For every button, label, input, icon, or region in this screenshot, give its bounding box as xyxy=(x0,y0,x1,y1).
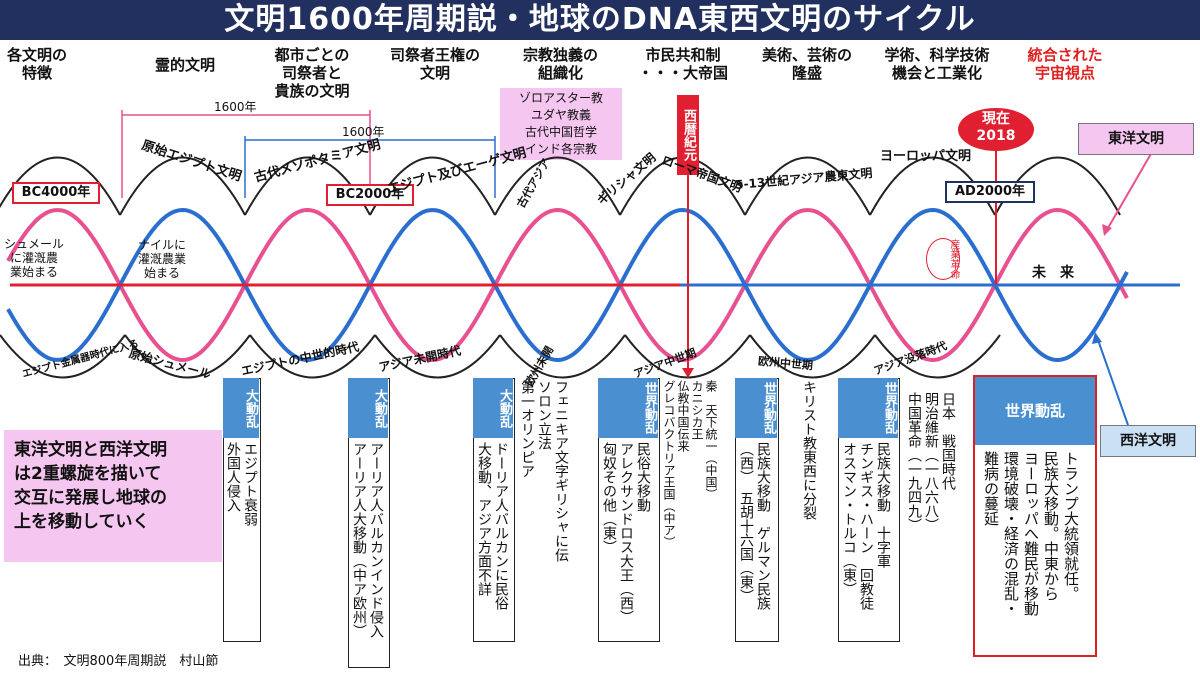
year-bc4000: BC4000年 xyxy=(12,182,100,204)
summary-box: 東洋文明と西洋文明 は2重螺旋を描いて 交互に発展し地球の 上を移動していく xyxy=(4,430,222,562)
outer-arc-top xyxy=(494,156,621,216)
header-priest-kings: 司祭者王権の 文明 xyxy=(389,46,480,82)
era-asia-5-13: 5-13世紀アジア農東文明 xyxy=(734,166,873,192)
column-text-2: アーリア人バルカンインド侵入 アーリア人大移動（中ア欧州） xyxy=(351,442,384,638)
header-arts: 美術、芸術の 隆盛 xyxy=(761,46,852,82)
column-text-4b: 秦 天下統一（中国） カニシカ王 仏教中国伝来 グレコバクトリア王国（中ア） xyxy=(662,380,718,548)
era-ancient-asia: 古代アジア xyxy=(514,156,553,211)
column-text-3b: フェニキア文字ギリシャに伝 ソロン立法 第一オリンピア xyxy=(519,380,569,562)
period-label-b: 1600年 xyxy=(342,125,385,139)
industrial-revolution-label: 産業革命 xyxy=(926,238,960,280)
column-text-6: 民族大移動 十字軍 チンギス・ハーン 回教徒 オスマン・トルコ（東） xyxy=(841,442,891,610)
sumer-irrigation-label: シュメール に灌漑農 業始まる xyxy=(4,237,65,279)
era-primitive-sumer: 原始シュメール xyxy=(127,346,213,382)
east-civilization-wave xyxy=(6,207,1129,363)
era-egypt-aegean: エジプト及びエーゲ文明 xyxy=(386,145,529,198)
era-egypt-metal: エジプト金属器時代に入る xyxy=(21,338,140,381)
era-primitive-egypt: 原始エジプト文明 xyxy=(139,138,244,185)
era-asia-primitive: アジア未開時代 xyxy=(377,343,463,375)
tag-world-upheaval-5: 世界動乱 xyxy=(735,378,777,438)
header-spiritual: 霊的文明 xyxy=(154,56,215,74)
era-europe: ヨーロッパ文明 xyxy=(880,149,972,164)
header-features: 各文明の 特徴 xyxy=(6,46,67,82)
tag-great-upheaval-1: 大動乱 xyxy=(223,378,259,438)
tag-world-upheaval-4: 世界動乱 xyxy=(598,378,658,438)
period-label-a: 1600年 xyxy=(214,100,257,114)
era-egypt-medieval: エジプトの中世的時代 xyxy=(239,339,361,379)
header-city-priests: 都市ごとの 司祭者と 貴族の文明 xyxy=(274,46,350,100)
header-unified: 統合された 宇宙視点 xyxy=(1027,46,1103,82)
now-2018-badge: 現在 2018 xyxy=(958,108,1034,151)
column-text-6b: 日本 戦国時代 明治維新（一八六八） 中国革命（一九四九） xyxy=(906,392,956,532)
year-bc2000: BC2000年 xyxy=(326,184,414,206)
tag-great-upheaval-3: 大動乱 xyxy=(473,378,513,438)
western-era-label: 西暦紀元 xyxy=(677,95,699,175)
header-religion-org: 宗教独義の 組織化 xyxy=(522,46,598,82)
column-text-4: 民俗大移動 アレクサンドロス大王（西） 匈奴その他（東） xyxy=(601,442,651,624)
column-text-5b: キリスト教東西に分裂 xyxy=(801,380,817,520)
header-science: 学術、科学技術 機会と工業化 xyxy=(884,46,990,82)
tag-great-upheaval-2: 大動乱 xyxy=(348,378,388,438)
column-text-7: トランプ大統領就任。 民族大移動。中東から ヨーロッパへ難民が移動 環境破壊・経… xyxy=(982,451,1080,616)
era-roman: ローマ帝国文明 xyxy=(659,153,744,195)
era-mesopotamia: 古代メソポタミア文明 xyxy=(252,137,383,186)
year-ad2000: AD2000年 xyxy=(945,181,1035,203)
east-civilization-label: 東洋文明 xyxy=(1078,123,1194,155)
column-text-1: エジプト衰弱 外国人侵入 xyxy=(225,442,258,526)
header-republic: 市民共和制 ・・・大帝国 xyxy=(637,46,728,82)
future-label: 未 来 xyxy=(1032,265,1074,281)
present-upheaval-box: 世界動乱 トランプ大統領就任。 民族大移動。中東から ヨーロッパへ難民が移動 環… xyxy=(973,375,1097,657)
religions-box: ゾロアスター教 ユダヤ教義 古代中国哲学 インド各宗教 xyxy=(500,88,622,160)
page-title: 文明1600年周期説・地球のDNA東西文明のサイクル xyxy=(0,0,1200,40)
era-europe-medieval: 欧州中世期 xyxy=(757,354,814,373)
nile-irrigation-label: ナイルに 灌漑農業 始まる xyxy=(138,238,187,280)
west-civilization-wave xyxy=(6,207,1129,363)
tag-world-upheaval-6: 世界動乱 xyxy=(838,378,898,438)
column-text-3: ドーリア人バルカンに民俗 大移動、アジア方面不詳 xyxy=(476,442,509,610)
column-text-5: 民族大移動 ゲルマン民族 （西） 五胡十六国（東） xyxy=(738,442,771,610)
west-civilization-label: 西洋文明 xyxy=(1100,425,1196,457)
tag-world-upheaval-7: 世界動乱 xyxy=(975,377,1095,445)
source-citation: 出典： 文明800年周期説 村山節 xyxy=(18,654,219,669)
outer-arc-bottom xyxy=(499,334,626,379)
era-asia-medieval: アジア中世期 xyxy=(631,346,698,381)
era-asia-decline: アジア没落時代 xyxy=(872,339,949,378)
